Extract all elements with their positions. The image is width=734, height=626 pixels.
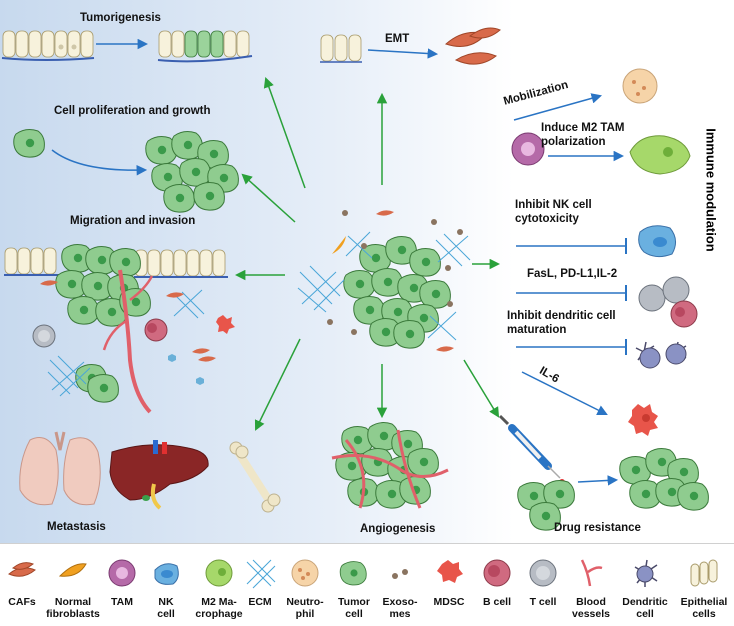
legend-text: Normal <box>54 596 92 608</box>
label-metastasis: Metastasis <box>47 521 106 533</box>
immune-modulation-label: Immune modulation <box>703 128 719 252</box>
caf-icon <box>8 562 36 577</box>
immune-illustration <box>511 68 698 436</box>
label-migration: Migration and invasion <box>70 215 196 227</box>
legend-label-6: ECM <box>240 596 280 608</box>
legend-text: cells <box>692 608 716 620</box>
label-m2-line1: Induce M2 TAM <box>541 122 625 134</box>
legend-item-tam: TAM <box>104 544 140 626</box>
legend-text: Epithelial <box>680 596 728 608</box>
legend-text: ECM <box>248 596 272 608</box>
legend-text: M2 Ma- <box>201 596 237 608</box>
label-m2-line2: polarization <box>541 136 606 148</box>
label-dc-line1: Inhibit dendritic cell <box>507 310 616 322</box>
migration-illustration <box>4 244 235 414</box>
mdsc-icon <box>437 560 463 583</box>
legend-label-9: Exoso-mes <box>378 596 422 620</box>
legend-label-12: T cell <box>520 596 566 608</box>
b-cell-icon <box>483 559 511 587</box>
label-proliferation: Cell proliferation and growth <box>54 105 211 117</box>
legend-item-cafs: CAFs <box>2 544 42 626</box>
legend-text: TAM <box>111 596 133 608</box>
legend-item-m2-macrophage: M2 Ma-crophage <box>188 544 250 626</box>
nk-cell-icon <box>154 563 179 585</box>
immune-modulation-title: Immune modulation <box>700 110 722 270</box>
drug-resistance-illustration <box>498 414 709 531</box>
label-drug-resistance: Drug resistance <box>554 522 641 534</box>
epithelial-cell-icon <box>690 559 718 587</box>
legend-text: Tumor <box>338 596 370 608</box>
diagram-panel: Tumorigenesis Cell proliferation and gro… <box>0 0 734 543</box>
legend-item-b-cell: B cell <box>474 544 520 626</box>
legend-item-t-cell: T cell <box>520 544 566 626</box>
legend-label-1: CAFs <box>2 596 42 608</box>
legend-text: Dendritic <box>622 596 668 608</box>
label-fasl: FasL, PD-L1,IL-2 <box>527 268 618 280</box>
normal-fibroblast-icon <box>58 563 87 577</box>
legend-text: T cell <box>529 596 557 608</box>
label-nk-line2: cytotoxicity <box>515 213 579 225</box>
proliferation-illustration <box>13 129 239 213</box>
diagram-canvas <box>1 27 709 531</box>
legend-text: phil <box>295 608 315 620</box>
legend-label-10: MDSC <box>426 596 472 608</box>
emt-illustration <box>320 27 501 65</box>
label-tumorigenesis: Tumorigenesis <box>80 12 161 24</box>
legend-text: cell <box>345 608 363 620</box>
legend-label-5: M2 Ma-crophage <box>188 596 250 620</box>
legend-text: B cell <box>482 596 511 608</box>
legend-item-ecm: ECM <box>240 544 280 626</box>
dendritic-cell-icon <box>634 559 658 587</box>
central-tumor <box>297 210 471 352</box>
legend-text: Exoso- <box>382 596 418 608</box>
legend-text: cell <box>636 608 654 620</box>
label-nk-line1: Inhibit NK cell <box>515 199 592 211</box>
legend-label-7: Neutro-phil <box>282 596 328 620</box>
label-dc-line2: maturation <box>507 324 567 336</box>
legend-text: NK <box>158 596 174 608</box>
tumorigenesis-illustration <box>1 30 253 63</box>
legend-text: cell <box>157 608 175 620</box>
neutrophil-icon <box>291 559 319 587</box>
angiogenesis-illustration <box>331 422 449 509</box>
legend-item-neutrophil: Neutro-phil <box>282 544 328 626</box>
legend-text: MDSC <box>433 596 465 608</box>
legend-text: crophage <box>195 608 243 620</box>
label-angiogenesis: Angiogenesis <box>360 523 436 535</box>
m2-macrophage-icon <box>205 559 233 587</box>
legend-text: Blood <box>576 596 606 608</box>
legend-text: Neutro- <box>286 596 324 608</box>
tam-icon <box>108 559 136 587</box>
legend-label-11: B cell <box>474 596 520 608</box>
metastasis-illustration <box>19 431 281 513</box>
legend-item-mdsc: MDSC <box>426 544 472 626</box>
legend-text: fibroblasts <box>46 608 100 620</box>
label-emt: EMT <box>385 33 410 45</box>
t-cell-icon <box>529 559 557 587</box>
tumor-cell-icon <box>339 561 367 586</box>
legend-text: CAFs <box>8 596 36 608</box>
legend-label-3: TAM <box>104 596 140 608</box>
pathway-arrows <box>234 77 501 431</box>
exosome-icon <box>392 569 408 579</box>
blood-vessel-icon <box>580 559 603 587</box>
legend-item-exosomes: Exoso-mes <box>378 544 422 626</box>
legend-text: mes <box>389 608 411 620</box>
legend-text: vessels <box>572 608 610 620</box>
ecm-icon <box>246 559 276 589</box>
